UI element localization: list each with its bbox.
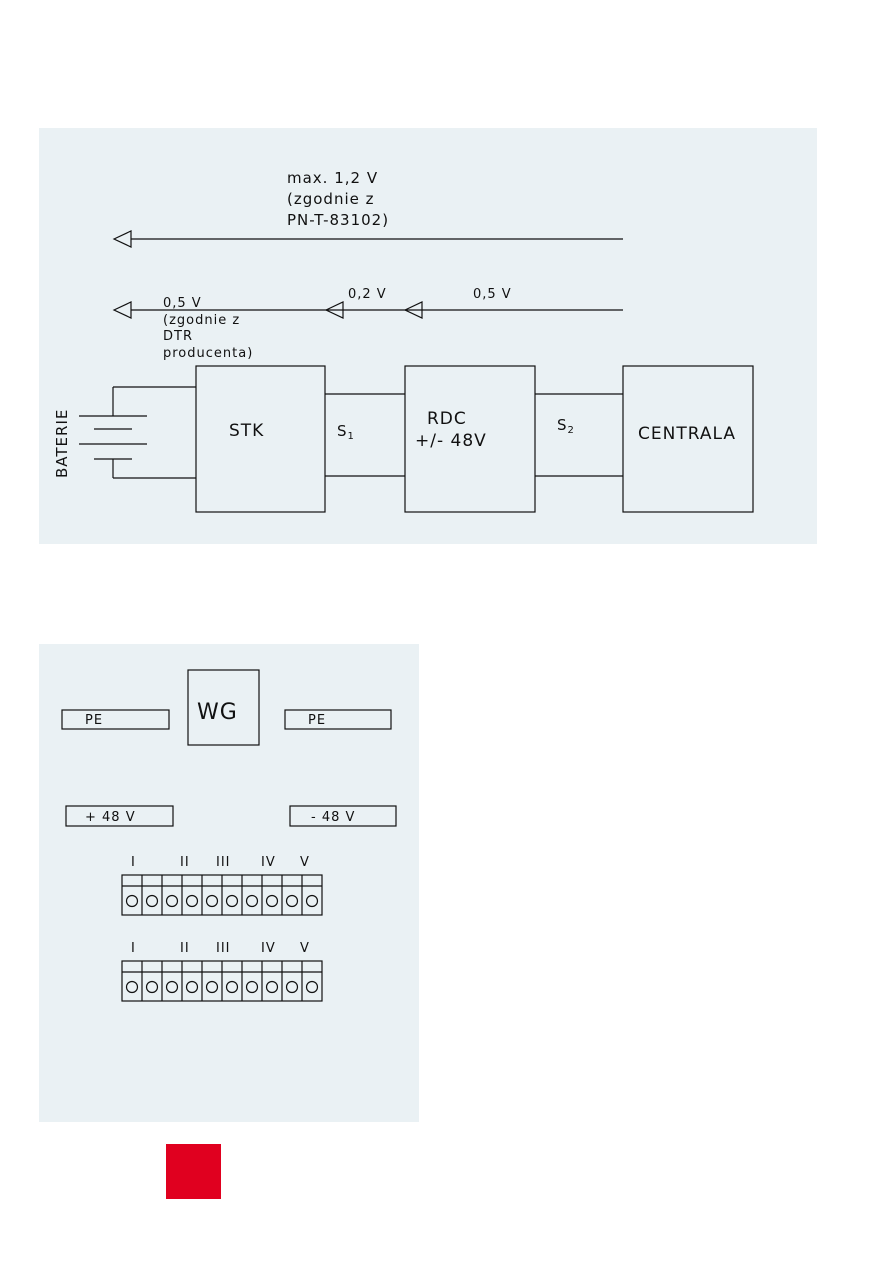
wg-box [187,669,260,746]
terminal-screw [225,894,239,908]
voltage-drop-diagram: max. 1,2 V (zgodnie z PN-T-83102) 0,5 V … [53,169,754,513]
batteries-label: BATERIE [53,409,71,478]
seg3-voltage-label: 0,5 V [473,287,512,302]
terminal-screw [305,980,319,994]
wg-label: WG [197,700,238,725]
terminal-screw [125,894,139,908]
terminal-screw [305,894,319,908]
terminal-screw [205,894,219,908]
pe-left-bar [61,709,170,730]
terminal-label: II [180,855,190,870]
pe-right-label: PE [308,713,326,728]
seg1-voltage-label: 0,5 V [163,296,202,311]
terminal-screw [185,980,199,994]
terminal-screw [185,894,199,908]
seg1-arrowhead [112,301,132,319]
terminal-screw [165,980,179,994]
terminal-label: IV [261,941,276,956]
terminal-label: IV [261,855,276,870]
seg1-note-2: DTR [163,329,193,344]
minus-48v-bar [289,805,397,827]
seg3-arrowhead [403,301,423,319]
terminal-screw [165,894,179,908]
terminal-screw [265,980,279,994]
stk-label: STK [229,421,264,441]
max-voltage-note-2: PN-T-83102) [287,211,389,229]
bottom-panel: PE WG PE + 48 V - 48 V I II III IV V I I… [39,644,419,1122]
terminal-screw [125,980,139,994]
pe-right-bar [284,709,392,730]
red-accent-square [166,1144,221,1199]
terminal-label: I [131,855,136,870]
terminal-strip-1 [121,874,323,916]
plus-48v-label: + 48 V [85,810,136,825]
terminal-screw [265,894,279,908]
minus-48v-label: - 48 V [311,810,355,825]
plus-48v-bar [65,805,174,827]
terminal-screw [205,980,219,994]
terminal-label: III [216,855,231,870]
terminal-label: V [300,855,310,870]
max-voltage-arrowhead [112,230,132,248]
s1-label: S1 [337,422,355,442]
terminal-labels-row-2: I II III IV V [131,941,310,956]
max-voltage-label: max. 1,2 V [287,169,378,187]
terminal-screw [285,980,299,994]
seg1-note-3: producenta) [163,346,253,361]
terminal-screw [145,980,159,994]
terminal-labels-row-1: I II III IV V [131,855,310,870]
stk-box [195,365,326,513]
terminal-screw [225,980,239,994]
rdc-label: RDC [427,409,467,429]
terminal-screw [245,980,259,994]
seg2-arrowhead [324,301,344,319]
terminal-label: III [216,941,231,956]
seg1-note-1: (zgodnie z [163,313,240,328]
pe-left-label: PE [85,713,103,728]
terminal-screw [145,894,159,908]
top-panel: max. 1,2 V (zgodnie z PN-T-83102) 0,5 V … [39,128,817,544]
terminal-label: II [180,941,190,956]
centrala-box [622,365,754,513]
terminal-screw [245,894,259,908]
terminal-layout-diagram: PE WG PE + 48 V - 48 V I II III IV V I I… [61,669,397,1002]
rdc-box [404,365,536,513]
max-voltage-note-1: (zgodnie z [287,190,375,208]
rdc-voltage-label: +/- 48V [415,431,487,451]
s2-label: S2 [557,416,575,436]
terminal-strip-2 [121,960,323,1002]
terminal-screw [285,894,299,908]
terminal-label: V [300,941,310,956]
terminal-label: I [131,941,136,956]
seg2-voltage-label: 0,2 V [348,287,387,302]
centrala-label: CENTRALA [638,424,736,444]
